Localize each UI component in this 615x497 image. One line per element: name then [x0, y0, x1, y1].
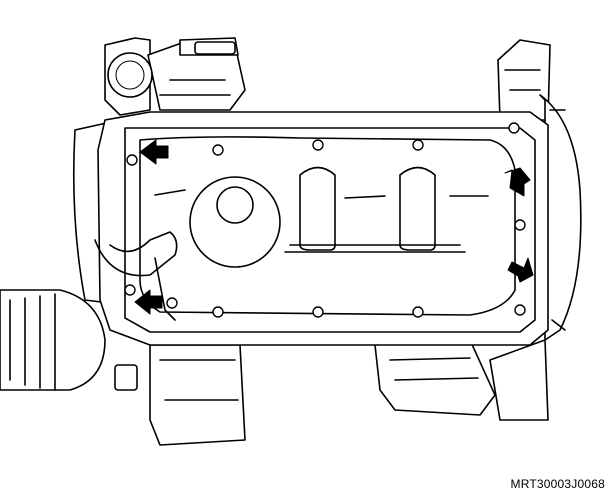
direction-arrow-icon: [139, 139, 169, 165]
transmission-housing: [539, 94, 582, 341]
pan-bolts: [124, 122, 526, 318]
direction-arrow-icon: [507, 257, 534, 283]
figure-reference-code: MRT30003J0068: [510, 477, 605, 491]
oil-pan: [94, 111, 549, 346]
arrow-markers: [134, 139, 534, 315]
direction-arrow-icon: [504, 167, 531, 197]
direction-arrow-icon: [134, 289, 163, 315]
upper-engine-components: [104, 37, 551, 121]
lower-engine-components: [114, 339, 549, 446]
